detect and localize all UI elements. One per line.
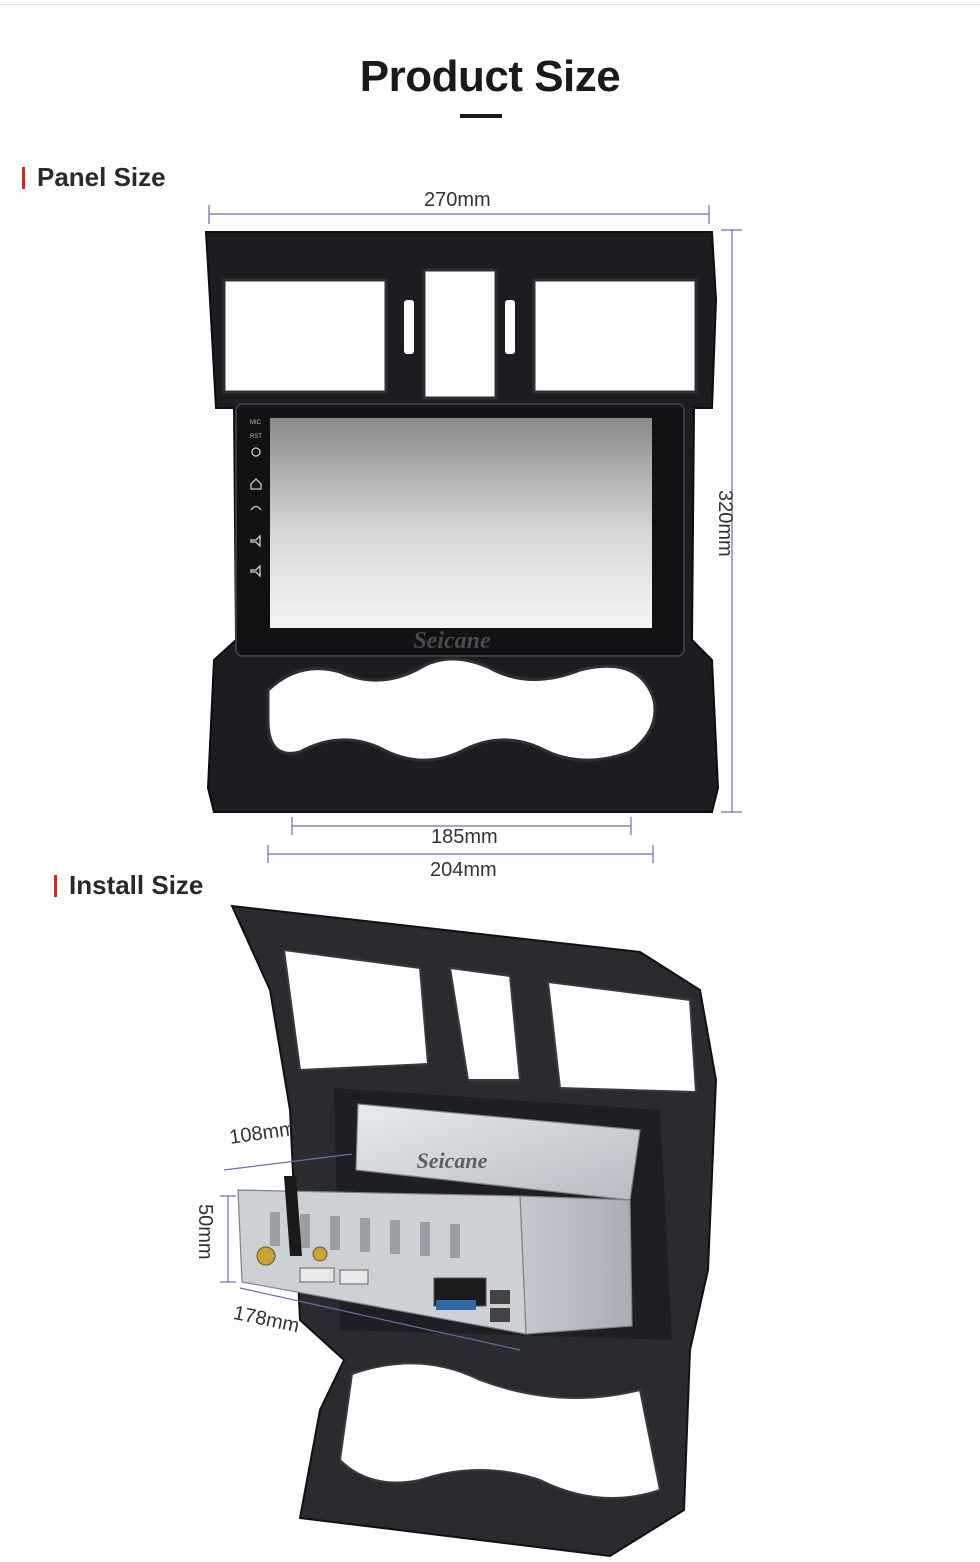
mic-label: MIC <box>250 420 262 426</box>
rst-label: RST <box>250 434 262 440</box>
install-size-heading: Install Size <box>54 870 203 901</box>
install-height-label: 50mm <box>194 1204 216 1260</box>
front-panel: MIC RST Seicane <box>204 231 720 813</box>
panel-height-label: 320mm <box>714 490 736 557</box>
title-underline <box>460 114 502 118</box>
power-icon <box>251 447 261 457</box>
antenna <box>284 1176 302 1256</box>
install-height-dimension <box>220 1195 236 1283</box>
back-icon <box>250 505 262 511</box>
accent-bar <box>54 874 57 897</box>
accent-bar <box>22 166 25 189</box>
chassis-side <box>519 1195 633 1335</box>
panel-height-dimension <box>721 229 742 813</box>
install-illustration: Seicane <box>220 904 718 1558</box>
panel-outer-width-dimension <box>267 845 654 863</box>
panel-outer-width-label: 204mm <box>430 859 497 881</box>
install-depth-dimension <box>223 1153 353 1171</box>
install-width-dimension <box>239 1287 521 1351</box>
antenna-connector <box>256 1246 276 1266</box>
volume-down-icon <box>250 564 261 578</box>
home-icon <box>250 478 262 490</box>
panel-width-dimension <box>208 205 710 224</box>
page-title: Product Size <box>359 52 621 101</box>
seicane-watermark-install: Seicane <box>417 1148 488 1173</box>
install-size-label: Install Size <box>69 870 204 900</box>
volume-up-icon <box>250 534 261 548</box>
usb-port <box>490 1308 510 1322</box>
seicane-watermark-panel: Seicane <box>413 628 491 654</box>
panel-size-heading: Panel Size <box>22 162 166 193</box>
top-divider <box>0 4 980 5</box>
panel-size-label: Panel Size <box>37 162 166 192</box>
panel-inner-width-label: 185mm <box>431 826 498 848</box>
display-screen <box>270 418 652 628</box>
panel-inner-width-dimension <box>291 817 632 835</box>
panel-width-label: 270mm <box>424 189 491 211</box>
usb-port <box>490 1290 510 1304</box>
